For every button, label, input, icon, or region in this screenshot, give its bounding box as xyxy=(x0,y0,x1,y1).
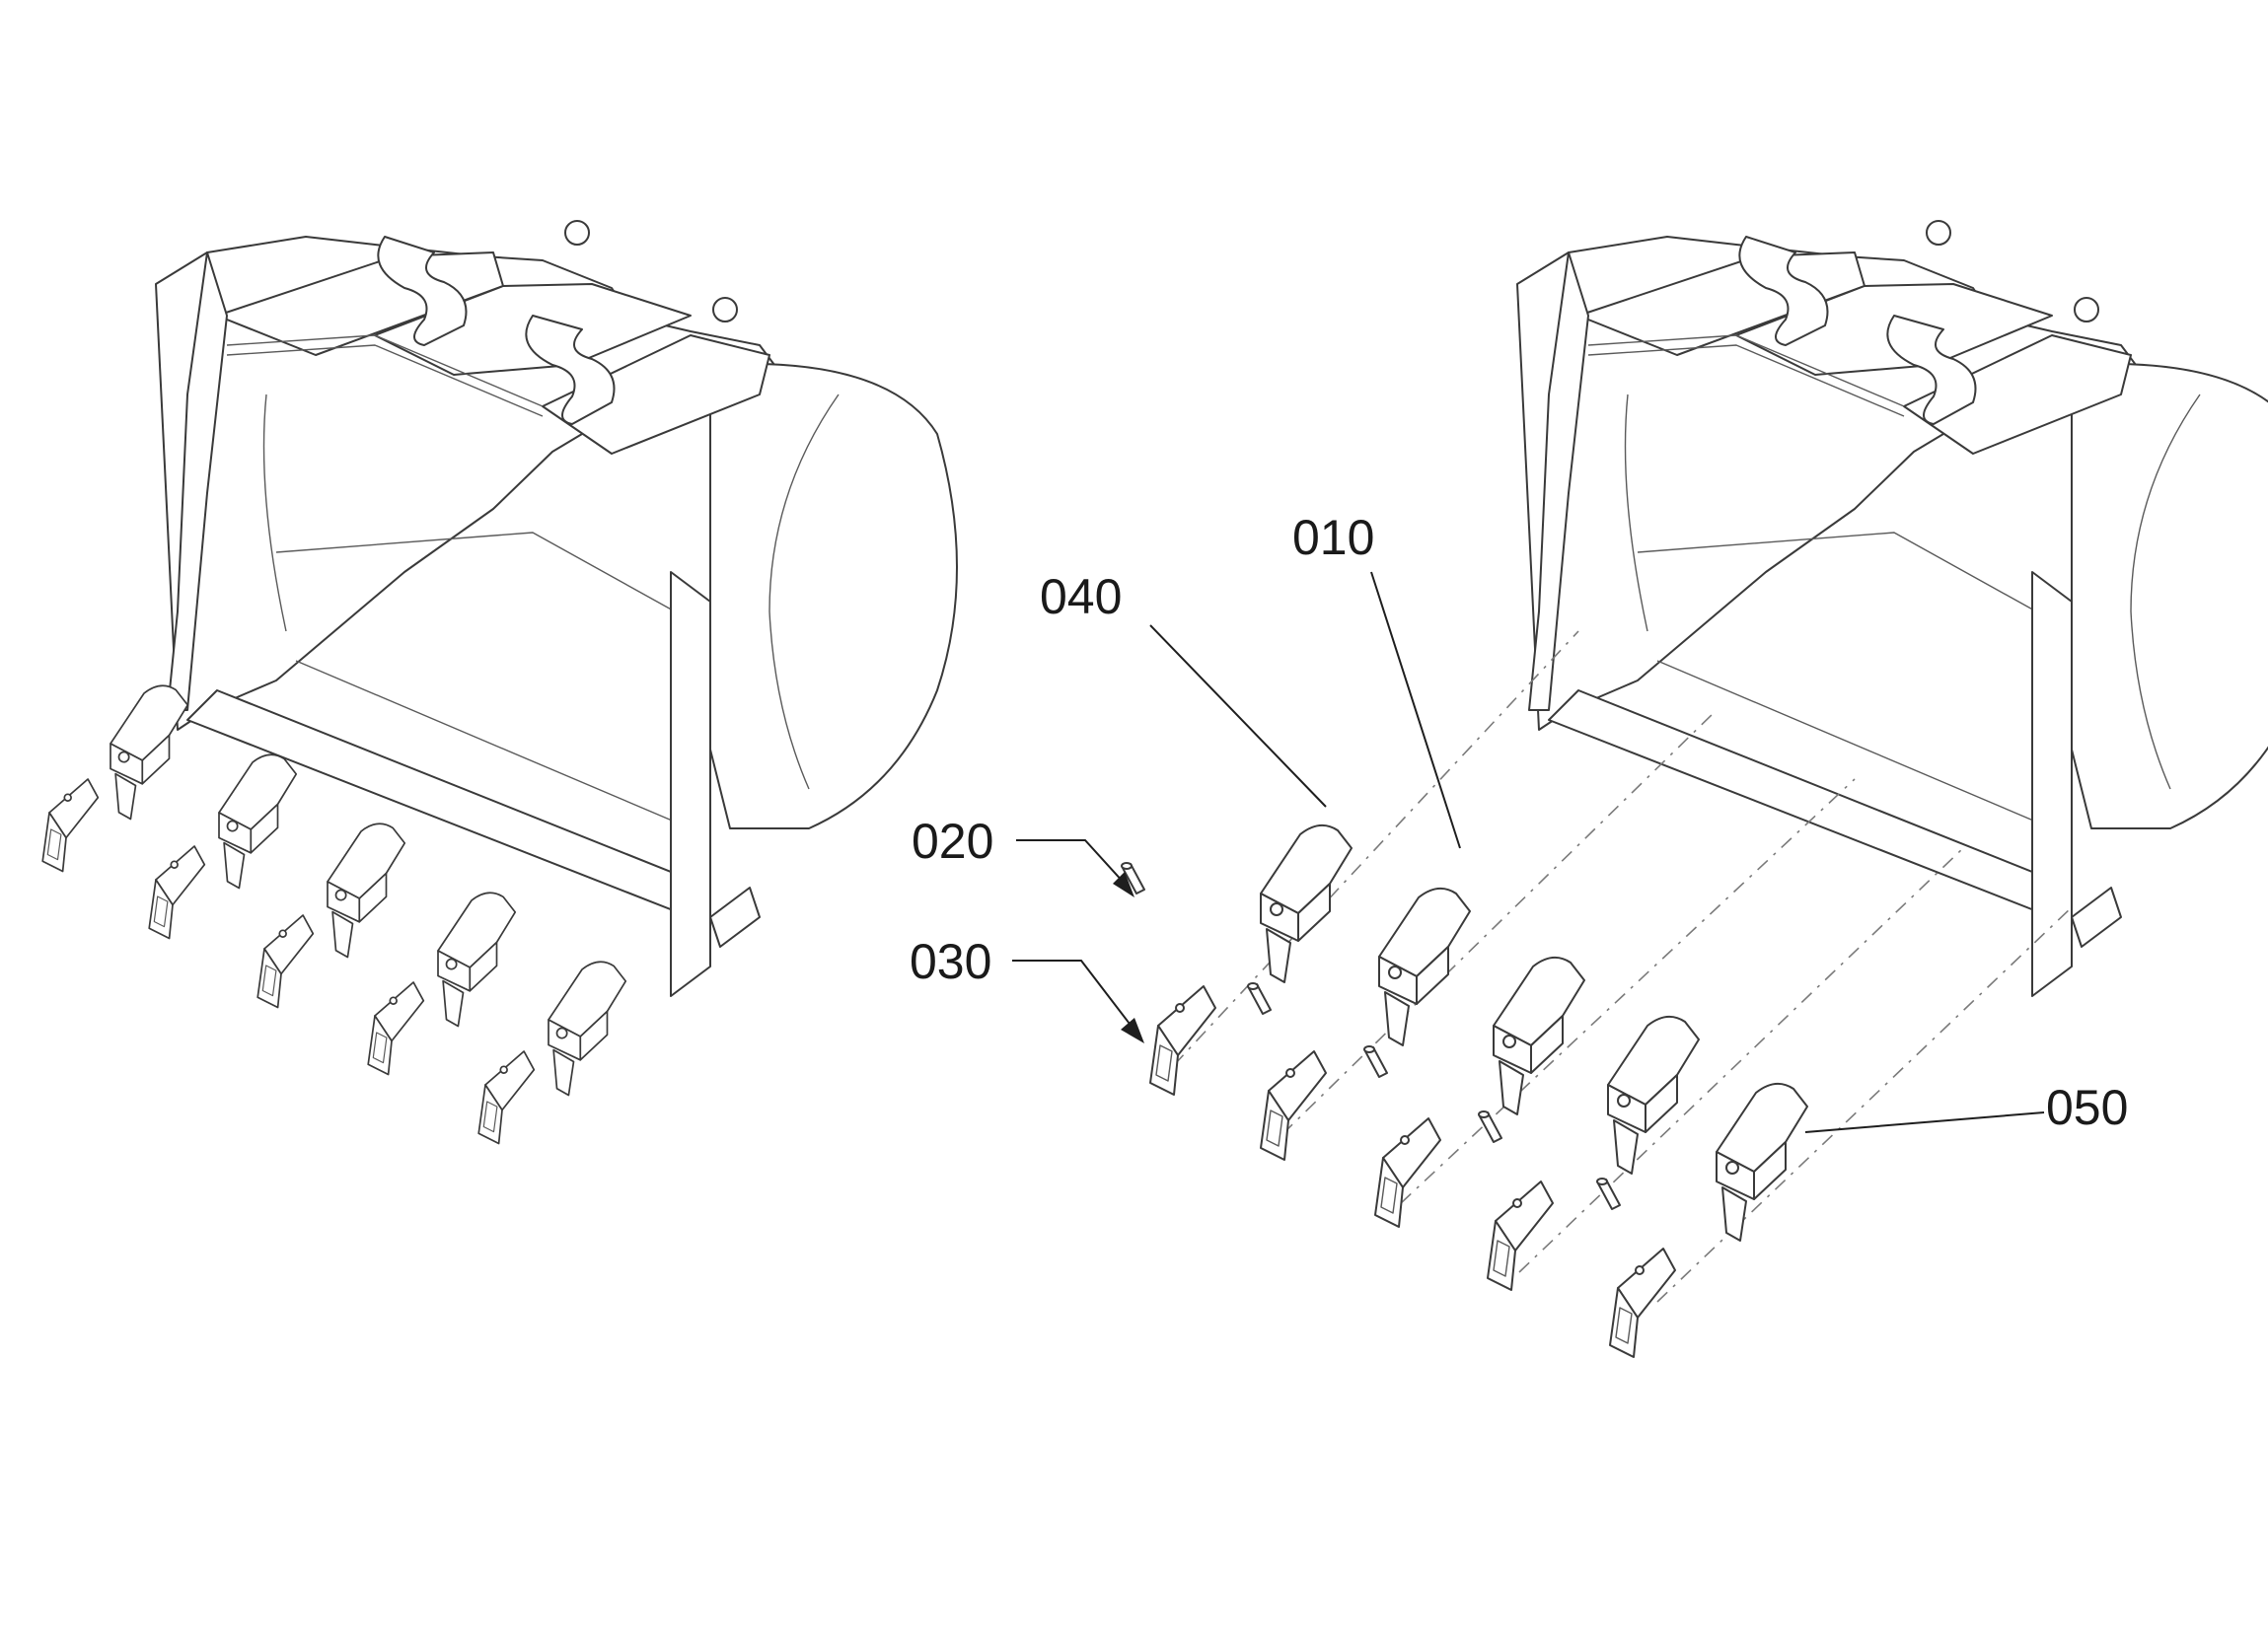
exploded-tips xyxy=(1149,985,1676,1358)
callout-050-label: 050 xyxy=(2046,1080,2128,1135)
callout-020-label: 020 xyxy=(912,814,993,869)
callout-010-label: 010 xyxy=(1292,510,1374,565)
callout-030: 030 xyxy=(910,934,1144,1043)
callout-020: 020 xyxy=(912,814,1134,897)
callout-040-label: 040 xyxy=(1040,569,1122,624)
assembled-bucket xyxy=(41,220,958,1145)
exploded-bucket xyxy=(1121,220,2268,1358)
exploded-adapters xyxy=(1260,823,1808,1242)
alignment-lines xyxy=(1173,630,2073,1303)
callout-050: 050 xyxy=(1804,1080,2128,1135)
callout-010: 010 xyxy=(1292,510,1461,849)
callout-040: 040 xyxy=(1040,569,1327,808)
callout-030-label: 030 xyxy=(910,934,991,989)
